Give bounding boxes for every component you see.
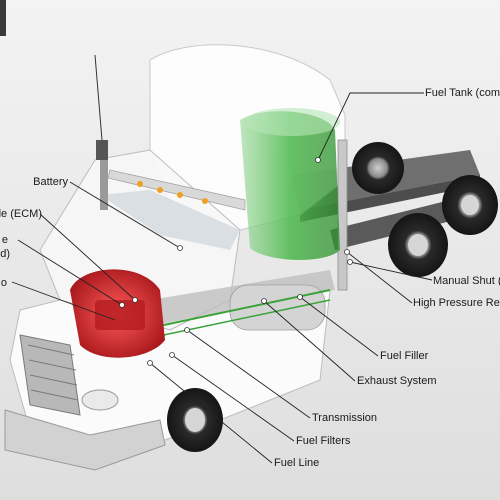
label-engine-partial: o xyxy=(0,277,7,289)
engine-highlight xyxy=(70,269,165,358)
callout-dots xyxy=(119,157,353,366)
front-tire xyxy=(167,388,223,452)
leader-lines xyxy=(11,92,433,464)
label-ecm: le (ECM) xyxy=(0,208,42,220)
rear-tires xyxy=(352,142,498,277)
label-engine-line2: d) xyxy=(0,248,10,260)
mirror-mount xyxy=(94,54,108,160)
grille xyxy=(19,334,81,416)
sun-visor xyxy=(107,169,246,211)
label-fuel-tank: Fuel Tank (com xyxy=(425,87,500,99)
label-fuel-filler: Fuel Filler xyxy=(380,350,429,362)
label-high-pressure-regulator: High Pressure Re xyxy=(413,297,500,309)
label-fuel-filters: Fuel Filters xyxy=(296,435,351,447)
label-exhaust-system: Exhaust System xyxy=(357,375,437,387)
label-fuel-line: Fuel Line xyxy=(274,457,320,469)
bumper xyxy=(4,389,166,471)
corner-tab xyxy=(0,0,6,36)
label-engine-line1: e xyxy=(1,234,8,246)
label-battery: Battery xyxy=(33,176,68,188)
fuel-tank-highlight xyxy=(240,108,340,260)
label-transmission: Transmission xyxy=(312,412,377,424)
label-manual-shutoff: Manual Shut ( xyxy=(433,275,500,287)
